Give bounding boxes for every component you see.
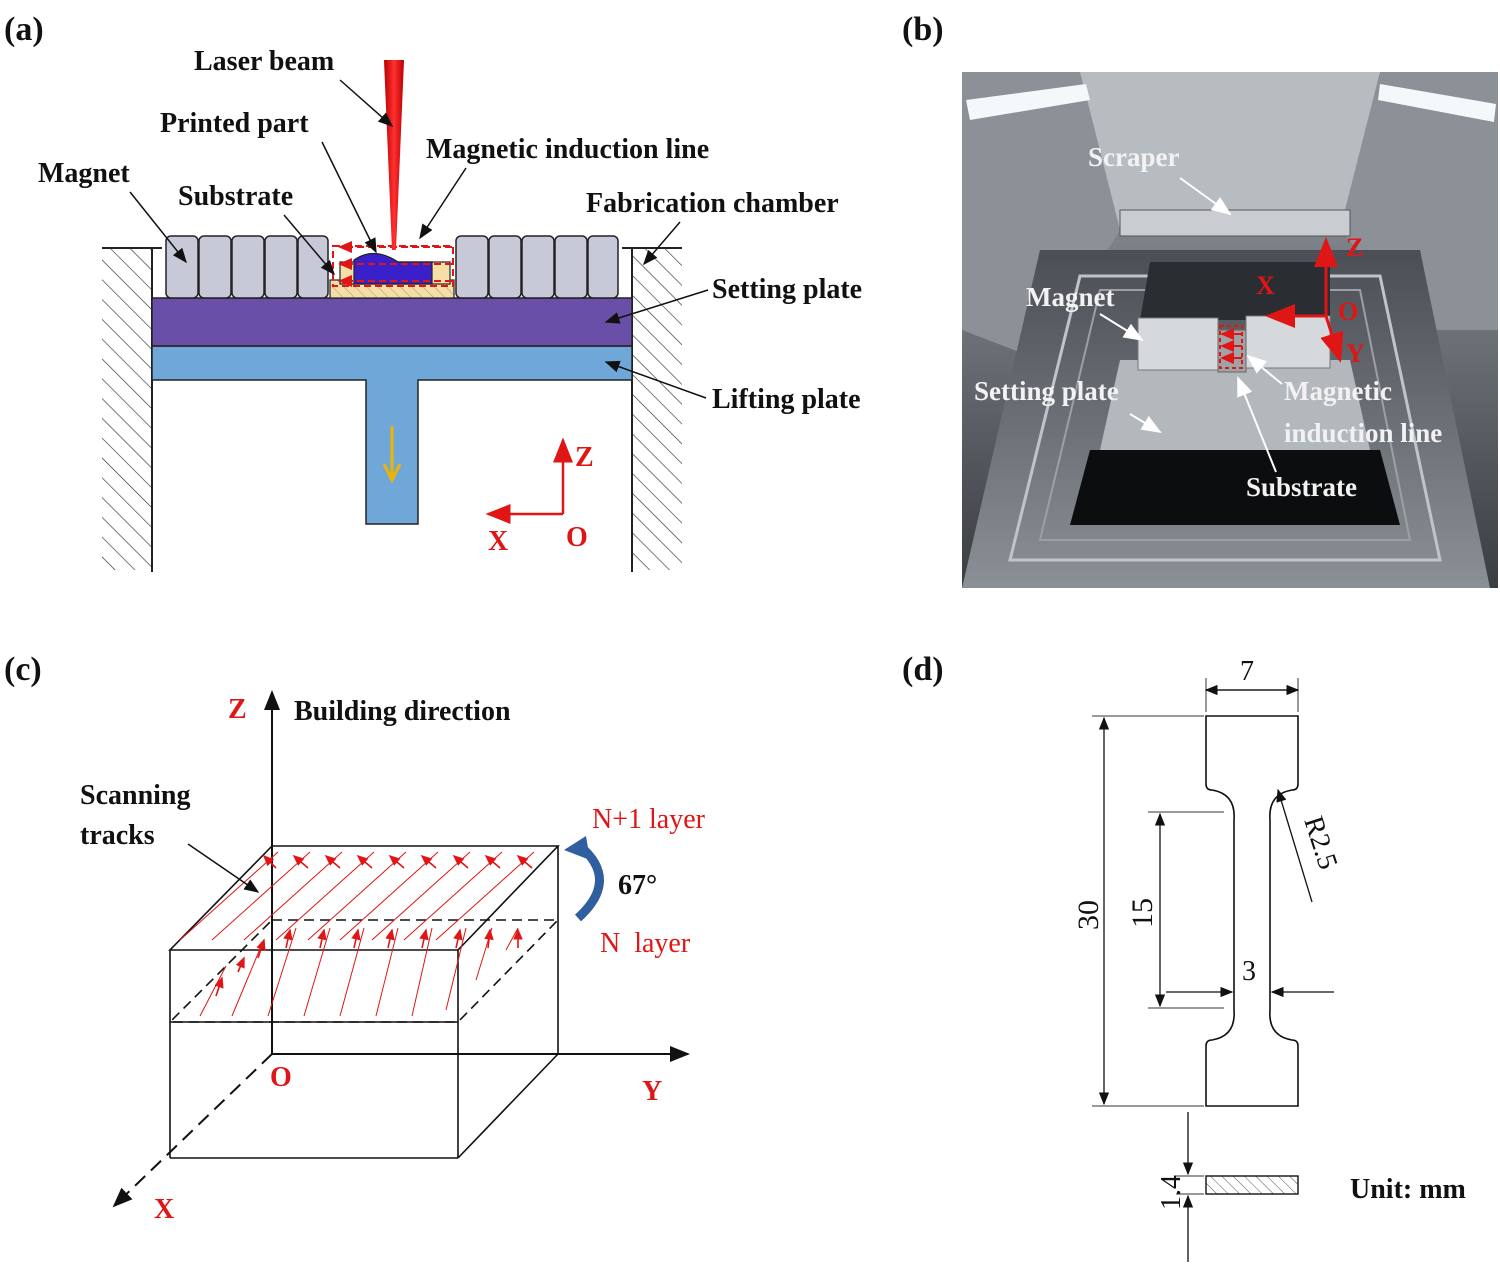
label-magnetic-b-1: Magnetic <box>1284 376 1392 406</box>
axis-a: Z X O <box>485 437 594 557</box>
label-fabrication-chamber: Fabrication chamber <box>586 188 839 219</box>
label-magnet-a: Magnet <box>38 158 130 189</box>
axis-c-y: Y <box>642 1076 662 1107</box>
setting-plate <box>151 297 633 347</box>
axis-b-z: Z <box>1346 233 1363 262</box>
dim-total: 30 <box>1072 900 1105 930</box>
axis-b-y: Y <box>1346 339 1365 368</box>
chamber-photo <box>962 72 1498 588</box>
axis-b-x: X <box>1256 271 1275 300</box>
panel-a: (a) <box>4 11 862 572</box>
label-building-direction: Building direction <box>294 696 511 727</box>
chamber-wall-right <box>632 248 682 570</box>
axis-a-x: X <box>488 526 508 557</box>
label-lifting-plate: Lifting plate <box>712 384 861 415</box>
scanning-tracks-bottom <box>199 927 519 1017</box>
axis-a-z: Z <box>575 442 594 473</box>
axis-b: Z X O Y <box>1256 233 1365 368</box>
label-magnet-b: Magnet <box>1026 282 1114 312</box>
x-axis <box>112 1053 273 1208</box>
label-setting-plate-b: Setting plate <box>974 376 1119 406</box>
specimen-cross-section <box>1205 1175 1299 1195</box>
label-magnetic-b-2: induction line <box>1284 418 1442 448</box>
dim-radius: R2.5 <box>1297 813 1343 874</box>
label-n1-layer: N+1 layer <box>592 804 706 835</box>
axis-c-z: Z <box>228 694 247 725</box>
printed-part <box>353 252 433 285</box>
scanning-tracks-top <box>179 851 535 941</box>
magnets-left <box>165 235 329 299</box>
magnets-right <box>455 235 619 299</box>
axis-c-x: X <box>154 1194 174 1225</box>
label-angle: 67° <box>618 870 657 901</box>
label-n-layer: N layer <box>600 928 691 959</box>
tensile-specimen <box>1205 715 1299 1107</box>
axis-b-o: O <box>1338 297 1358 326</box>
label-unit: Unit: mm <box>1350 1174 1466 1205</box>
label-scanning-2: tracks <box>80 820 155 851</box>
axis-c-o: O <box>270 1062 292 1093</box>
dim-gauge: 15 <box>1126 898 1159 928</box>
dim-width: 7 <box>1240 656 1254 687</box>
laser-beam <box>384 60 404 250</box>
label-substrate-a: Substrate <box>178 181 293 212</box>
label-setting-plate-a: Setting plate <box>712 274 862 305</box>
dim-gauge-width: 3 <box>1242 956 1256 987</box>
panel-b: (b) <box>902 11 1498 588</box>
panel-b-tag: (b) <box>902 11 944 48</box>
dim-thickness: 1.4 <box>1156 1175 1187 1210</box>
build-box <box>168 845 560 1159</box>
label-scanning-1: Scanning <box>80 780 191 811</box>
axis-a-o: O <box>566 522 588 553</box>
panel-d: (d) 7 30 15 R2.5 3 1.4 U <box>902 651 1466 1262</box>
panel-c-tag: (c) <box>4 651 42 688</box>
label-printed-part: Printed part <box>160 108 309 139</box>
label-substrate-b: Substrate <box>1246 472 1357 502</box>
panel-c: (c) <box>4 651 706 1225</box>
panel-d-tag: (d) <box>902 651 944 688</box>
label-magnetic-induction-line: Magnetic induction line <box>426 134 709 165</box>
label-scraper: Scraper <box>1088 142 1179 172</box>
panel-a-tag: (a) <box>4 11 44 48</box>
label-laser-beam: Laser beam <box>194 46 334 77</box>
chamber-wall-left <box>102 248 152 570</box>
